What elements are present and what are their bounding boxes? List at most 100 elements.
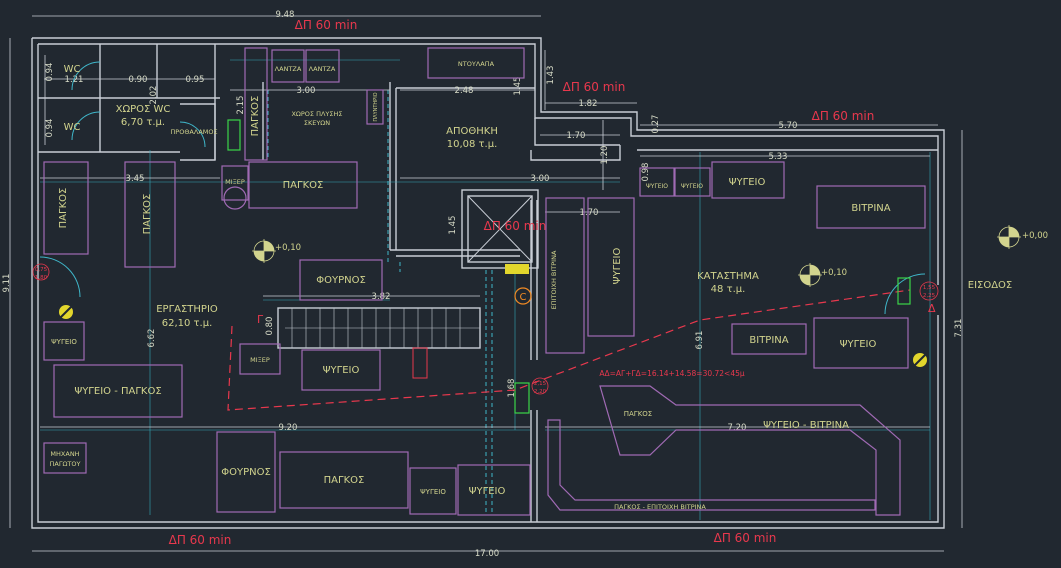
fire-label-shaft: ΔΠ 60 min (484, 219, 547, 233)
route-point-end: Δ (928, 302, 936, 315)
ice-machine-label-1: ΜΗΧΑΝΗ (50, 450, 79, 458)
pagkos-shop-label: ΠΑΓΚΟΣ (624, 410, 652, 418)
lantza-2 (305, 49, 340, 83)
dim-w-248: 2.48 (455, 86, 474, 96)
building-outline (31, 37, 945, 529)
dim-w-170: 1.70 (567, 131, 586, 141)
ntoulapa (427, 47, 525, 79)
vitrina-2 (731, 323, 807, 355)
evacuation-route: Γ Δ ΑΔ=ΑΓ+ΓΔ=16.14+14.58=30.72<45μ 2,15 … (227, 289, 936, 411)
ntoulapa-label: ΝΤΟΥΛΑΠΑ (458, 60, 495, 68)
door-small-2: 1,80 (35, 275, 48, 281)
dim-v-098: 0.98 (641, 163, 651, 182)
door-entry-1: 1,55 (923, 285, 936, 291)
dim-left-total: 9.11 (2, 274, 12, 293)
door-small-1: 0,75 (35, 267, 48, 273)
dim-w-720: 7.20 (728, 423, 747, 433)
psygeio-bot-small-label: ΨΥΓΕΙΟ (420, 488, 446, 496)
dim-v-215: 2.15 (236, 96, 246, 115)
mixer-top (221, 165, 249, 201)
fire-label-top-left: ΔΠ 60 min (295, 18, 358, 32)
psygeio-right-label: ΨΥΓΕΙΟ (840, 339, 877, 350)
psygeio-shop (711, 161, 785, 199)
pagkos-bottom-label: ΠΑΓΚΟΣ (324, 475, 365, 486)
wc-area: WC WC ΧΩΡΟΣ WC 6,70 τ.μ. ΠΡΟΘΑΛΑΜΟΣ (64, 61, 218, 148)
fournos-small (299, 259, 383, 301)
exit-sign-mid (514, 382, 530, 414)
dim-w-345: 3.45 (126, 174, 145, 184)
dim-w-570: 5.70 (779, 121, 798, 131)
psygeio-bot-label: ΨΥΓΕΙΟ (469, 486, 506, 497)
psygeio-right (813, 317, 909, 369)
room-wc-upper: WC (64, 64, 81, 75)
mixer-top-label: ΜΙΞΕΡ (225, 178, 245, 186)
dim-v-168: 1.68 (507, 379, 517, 398)
room-shop-name: ΚΑΤΑΣΤΗΜΑ (697, 271, 759, 282)
pagkos-top-label: ΠΑΓΚΟΣ (283, 180, 324, 191)
psygeio-vitrina-label: ΨΥΓΕΙΟ - ΒΙΤΡΙΝΑ (763, 420, 849, 431)
room-storage-name: ΑΠΟΘΗΚΗ (446, 126, 498, 137)
ice-machine-label-2: ΠΑΓΩΤΟΥ (50, 460, 81, 468)
epitoixi-vitrina-label: ΕΠΙΤΟΙΧΗ ΒΙΤΡΙΝΑ (550, 250, 558, 309)
level-shop: +0,10 (821, 268, 847, 278)
lantza-1 (271, 49, 305, 83)
dim-wc-h1: 0.94 (45, 63, 55, 82)
vitrina-1-label: ΒΙΤΡΙΝΑ (851, 203, 890, 214)
fournos-small-label: ΦΟΥΡΝΟΣ (316, 275, 366, 286)
washing-label-2: ΣΚΕΥΩΝ (304, 119, 330, 127)
fire-label-top-right: ΔΠ 60 min (812, 109, 875, 123)
fire-label-bottom-left: ΔΠ 60 min (169, 533, 232, 547)
psygeio-pagkos (53, 364, 183, 418)
room-wc-area-name: ΧΩΡΟΣ WC (116, 104, 171, 115)
door-right-1: 2,15 (534, 381, 547, 387)
epitoixi-vitrina (545, 197, 585, 354)
dim-wc-h2: 0.94 (45, 119, 55, 138)
dim-v-120: 1.20 (600, 146, 610, 165)
fournos (216, 431, 276, 513)
exit-sign-right (897, 277, 911, 305)
workshop: ΠΑΓΚΟΣ ΠΑΓΚΟΣ 0,75 1,80 ΨΥΓΕΙΟ ΨΥΓΕΙΟ - … (32, 119, 532, 516)
dim-wc-w2: 0.90 (129, 75, 148, 85)
psygeio-bot-small (409, 467, 457, 515)
door-right-2: 2,20 (534, 389, 547, 395)
route-formula: ΑΔ=ΑΓ+ΓΔ=16.14+14.58=30.72<45μ (599, 369, 745, 378)
psygeio-s1 (639, 167, 675, 197)
dimension-lines (9, 15, 963, 552)
psygeio-vertical (587, 197, 635, 337)
psygeio-pagkos-label: ΨΥΓΕΙΟ - ΠΑΓΚΟΣ (74, 386, 161, 397)
plyntirio (366, 89, 384, 125)
lantza-2-label: ΛΑΝΤΖΑ (309, 65, 336, 73)
pagkos-vertical-top-label: ΠΑΓΚΟΣ (250, 96, 261, 137)
dim-w-382: 3.82 (372, 292, 391, 302)
dim-w-300b: 3.00 (531, 174, 550, 184)
psygeio-left (43, 321, 85, 361)
pagkos-left-2 (124, 161, 176, 268)
fournos-label: ΦΟΥΡΝΟΣ (221, 467, 271, 478)
vitrina-1 (816, 185, 926, 229)
dim-top-total: 9.48 (276, 10, 295, 20)
vitrina-2-label: ΒΙΤΡΙΝΑ (749, 335, 788, 346)
psygeio-vertical-label: ΨΥΓΕΙΟ (612, 248, 623, 285)
dim-w-920: 9.20 (279, 423, 298, 433)
psygeio-left-label: ΨΥΓΕΙΟ (51, 338, 77, 346)
pagkos-vertical-top (244, 47, 268, 161)
lantza-1-label: ΛΑΝΤΖΑ (275, 65, 302, 73)
dim-wc-w3: 0.95 (186, 75, 205, 85)
dim-v-662: 6.62 (147, 329, 157, 348)
dim-v-143: 1.43 (546, 66, 556, 85)
entrance: ΕΙΣΟΔΟΣ +0,00 (968, 225, 1048, 291)
psygeio-s2 (674, 167, 711, 197)
plyntirio-label: ΠΛΥΝΤΗΡΙΟ (373, 92, 379, 121)
pagkos-bottom (279, 451, 409, 509)
room-workshop-size: 62,10 τ.μ. (162, 318, 213, 329)
shop: ΕΠΙΤΟΙΧΗ ΒΙΤΡΙΝΑ ΨΥΓΕΙΟ ΨΥΓΕΙΟ ΨΥΓΕΙΟ ΨΥ… (545, 161, 939, 516)
pagkos-left-1-label: ΠΑΓΚΟΣ (58, 188, 69, 229)
entrance-label: ΕΙΣΟΔΟΣ (968, 280, 1013, 291)
dim-wc-v: 2.02 (149, 86, 159, 105)
fire-label-bottom-right: ΔΠ 60 min (714, 531, 777, 545)
pagkos-left-1 (43, 161, 89, 255)
dim-bottom-total: 17.00 (475, 549, 499, 559)
compressor-symbol: C (520, 292, 527, 303)
pagkos-shop (599, 385, 901, 516)
